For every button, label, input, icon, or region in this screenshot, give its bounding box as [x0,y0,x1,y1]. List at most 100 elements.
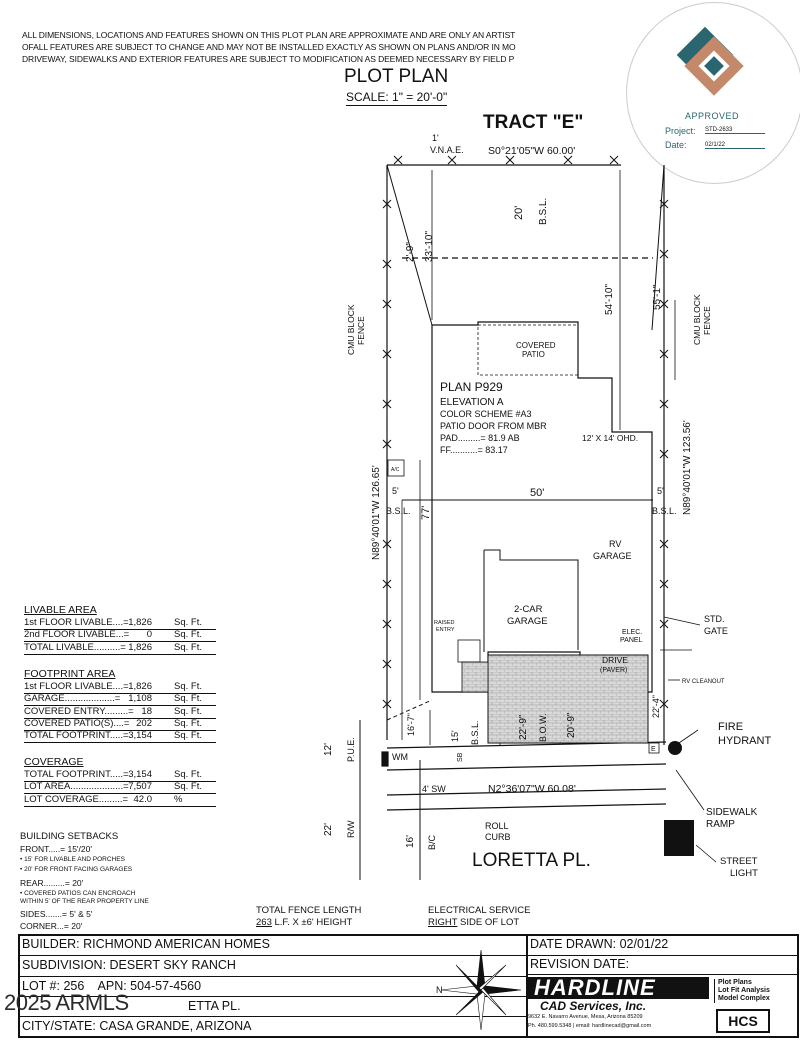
fence-length-text: L.F. X ±6' HEIGHT [274,917,353,928]
fire-hydrant-2: HYDRANT [718,735,771,747]
fence-left-2: FENCE [356,316,366,345]
stamp-project-value: STD-2633 [705,127,765,134]
bc-label: B/C [427,834,437,850]
car-garage-2: GARAGE [507,616,548,627]
street-light-marker [664,820,694,856]
row-unit: Sq. Ft. [174,730,202,742]
rear-bsl-dim: 20' [513,206,525,220]
bsl-left: B.S.L. [386,506,411,516]
setback-front-note-2: • 20' FOR FRONT FACING GARAGES [20,866,133,873]
rv-garage-1: RV [609,539,621,549]
row-unit: Sq. Ft. [174,705,202,717]
plan-patio-door: PATIO DOOR FROM MBR [440,421,547,431]
logo-mark: HCS [716,1009,770,1033]
approval-stamp: APPROVED Project: STD-2633 Date: 02/1/22 [626,2,800,184]
sidewalk-ramp-1: SIDEWALK [706,807,758,818]
logo-address: 9632 E. Navarro Avenue, Mesa, Arizona 85… [528,1014,643,1020]
roll-curb-1: ROLL [485,821,509,831]
electrical-title: ELECTRICAL SERVICE [428,905,531,916]
row-value: 3,154 [128,769,152,780]
row-value: 0 [146,629,152,641]
row-value: 18 [141,705,152,717]
stamp-date-value: 02/1/22 [705,142,765,149]
row-value: 1,826 [128,641,152,653]
ac-label: A/C [391,467,400,473]
depth-dim: 77' [420,506,432,520]
raised-entry-1: RAISED [434,620,455,626]
rv-garage-2: GARAGE [593,551,632,561]
fence-length-line: 263 L.F. X ±6' HEIGHT [256,917,352,928]
setback-front-note-1: • 15' FOR LIVABLE AND PORCHES [20,856,125,863]
plan-ff: FF...........= 83.17 [440,445,508,455]
stamp-status: APPROVED [685,111,740,121]
bow-label: B.O.W. [538,713,548,742]
setback-corner: CORNER...= 20' [20,921,83,931]
disclaimer-line-3: DRIVEWAY, SIDEWALKS AND EXTERIOR FEATURE… [22,54,515,64]
row-value: 1,108 [128,693,152,705]
revision-date: REVISION DATE: [530,957,630,971]
dim-16-7: 16'-7" [406,713,416,736]
livable-heading: LIVABLE AREA [24,604,97,616]
top-bearing: S0°21'05"W 60.00' [488,145,575,157]
car-garage-1: 2-CAR [514,604,543,615]
page-title: PLOT PLAN [344,66,449,87]
subdivision-text: SUBDIVISION: DESERT SKY RANCH [22,958,236,972]
right-bearing: N89°40'01"W 123.56' [682,420,693,515]
logo-contact: Ph. 480.599.5348 | email: hardlinecad@gm… [528,1023,652,1029]
rear-bsl-label: B.S.L. [538,198,549,225]
row-label: TOTAL LIVABLE..........= [24,641,126,653]
row-label: 1st FLOOR LIVABLE....= [24,681,129,692]
footprint-heading: FOOTPRINT AREA [24,668,116,680]
logo-name: HARDLINE [528,977,709,999]
pue-label: P.U.E. [346,737,356,762]
side-right-dim: 5' [657,486,664,496]
sidewalk-label: 4' SW [422,784,446,794]
sb-label: SB [457,752,464,762]
coverage-heading: COVERAGE [24,756,84,768]
tract-label: TRACT "E" [483,112,583,133]
stamp-date-label: Date: [665,140,687,150]
dim-15: 15' [450,730,460,742]
row-unit: Sq. Ft. [174,717,202,729]
row-value: 1,826 [128,617,152,628]
plot-drawing: TRACT "E" 1' V.N.A.E. S0°21'05"W 60.00' … [323,112,771,880]
elec-panel-2: PANEL [620,637,643,644]
left-bearing: N89°40'01"W 126.65' [371,465,382,560]
logo-service-2: Lot Fit Analysis [718,987,770,994]
fence-right-2: FENCE [702,306,712,335]
coverage-row: LOT COVERAGE.........=42.0% [24,794,216,807]
title-block [18,934,799,1038]
right-setback-dim: 54'-10" [604,284,615,315]
plan-name: PLAN P929 [440,380,503,394]
logo-sub: CAD Services, Inc. [540,999,647,1013]
dim-20-9: 20'-9" [566,712,577,738]
setback-rear: REAR.........= 20' [20,878,84,888]
rv-cleanout: RV CLEANOUT [682,679,725,685]
bsl-front: B.S.L. [470,720,480,745]
left-setback-dim: 33'-10" [424,231,435,262]
drive-1: DRIVE [602,655,628,665]
row-value: 202 [136,717,152,729]
bsl-right: B.S.L. [652,506,677,516]
electrical-text: SIDE OF LOT [460,917,520,928]
front-bearing: N2°36'07"W 60.08' [488,783,576,795]
setback-front: FRONT.....= 15'/20' [20,844,92,854]
row-unit: Sq. Ft. [174,629,202,641]
right-diag-dim: 55'-1" [652,284,663,310]
row-unit: Sq. Ft. [174,641,202,653]
builder-text: BUILDER: RICHMOND AMERICAN HOMES [22,937,270,951]
logo-service-1: Plot Plans [718,979,752,986]
vnae-dim: 1' [432,133,439,143]
rw-dim: 22' [323,823,334,836]
box-e: E [651,746,656,753]
row-value: 3,154 [128,730,152,742]
armls-watermark: 2025 ARMLS [4,990,129,1015]
street-name: LORETTA PL. [472,850,591,871]
fence-length-title: TOTAL FENCE LENGTH [256,905,362,916]
